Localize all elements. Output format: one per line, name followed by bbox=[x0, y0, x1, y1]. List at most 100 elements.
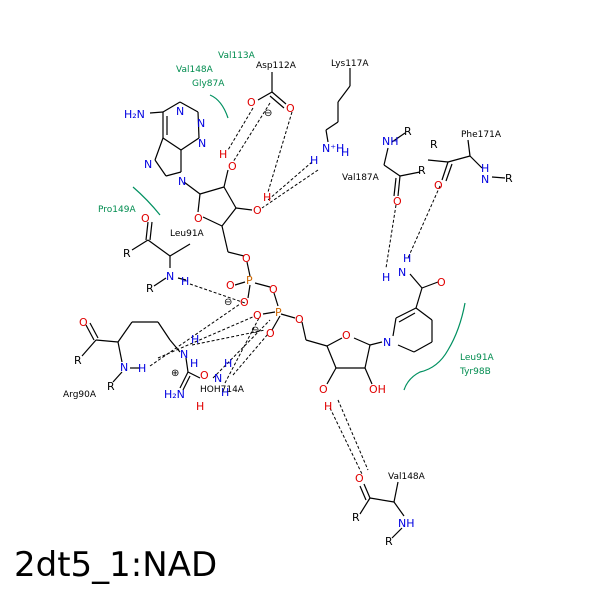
atom-h-water1: H bbox=[196, 400, 204, 413]
adenine-group bbox=[149, 101, 201, 195]
atom-h-amide2: H bbox=[382, 271, 390, 284]
val148a-bottom-group bbox=[359, 481, 405, 539]
atom-nh-val148: NH bbox=[398, 517, 415, 530]
atom-r-val148-n: R bbox=[385, 535, 393, 548]
atom-h-arg-eta: H bbox=[224, 357, 232, 370]
ligand-title: 2dt5_1:NAD bbox=[14, 545, 218, 585]
atom-h-2oh: H bbox=[219, 148, 227, 161]
atom-n9: N bbox=[178, 175, 186, 188]
atom-r-phe171-n: R bbox=[505, 172, 513, 185]
hydrophobic-contacts bbox=[132, 94, 466, 391]
asp112a-group bbox=[257, 72, 287, 109]
hbond-o2-asp112 bbox=[227, 107, 254, 151]
atom-o-pb1: O bbox=[253, 309, 262, 322]
atom-n-phe171: N bbox=[481, 173, 489, 186]
charge-plus-arg: ⊕ bbox=[171, 368, 179, 379]
hbond-val187-amide bbox=[385, 204, 397, 269]
residue-label-phe171a: Phe171A bbox=[461, 130, 502, 140]
residue-labels: Val113A Val148A Gly87A Asp112A Lys117A P… bbox=[63, 51, 502, 482]
atom-o-pb2: O bbox=[295, 313, 304, 326]
residue-label-pro149a: Pro149A bbox=[98, 205, 136, 215]
atom-o-val187: O bbox=[393, 195, 402, 208]
atom-r-arg90-c: R bbox=[74, 354, 82, 367]
atom-n1: N bbox=[176, 105, 184, 118]
atom-oh-ribose2: OH bbox=[369, 383, 386, 396]
atom-n-ring: N bbox=[198, 137, 206, 150]
atom-o-val148: O bbox=[355, 472, 364, 485]
residue-label-arg90a: Arg90A bbox=[63, 390, 97, 400]
hydrophobic-arc-val113a bbox=[209, 94, 229, 119]
atom-h-amide1: H bbox=[403, 252, 411, 265]
hbond-hoh-phosphate-2 bbox=[224, 315, 261, 384]
atom-r-phe171-c: R bbox=[430, 138, 438, 151]
atom-r-val187-n: R bbox=[404, 125, 412, 138]
residue-label-tyr98b: Tyr98B bbox=[459, 367, 491, 377]
atom-n-leu91: N bbox=[166, 270, 174, 283]
atom-r-leu91-c: R bbox=[123, 247, 131, 260]
atom-p-alpha: P bbox=[246, 274, 253, 287]
atom-o-bridge: O bbox=[269, 283, 278, 296]
hbond-ribose-val148-2 bbox=[337, 399, 369, 471]
atom-n-arg-ne: N bbox=[180, 348, 188, 361]
atom-o-ribose2-oh: O bbox=[319, 383, 328, 396]
atom-r-leu91-n: R bbox=[146, 282, 154, 295]
hbond-hoh-phosphate-3 bbox=[232, 333, 269, 376]
atom-r-arg90-n: R bbox=[107, 380, 115, 393]
atom-r-val187-c: R bbox=[418, 164, 426, 177]
residue-label-lys117a: Lys117A bbox=[331, 59, 369, 69]
atom-o-leu91: O bbox=[141, 212, 150, 225]
atom-o-arg90: O bbox=[79, 316, 88, 329]
atom-o-amide: O bbox=[437, 276, 446, 289]
atom-o-3oh: O bbox=[253, 204, 262, 217]
charge-minus-asp: ⊖ bbox=[264, 108, 272, 119]
hbond-o3-asp112 bbox=[232, 102, 271, 163]
atom-n3: N bbox=[197, 117, 205, 130]
atom-o-asp2: O bbox=[286, 102, 295, 115]
arg90a-group bbox=[81, 321, 201, 391]
nicotinamide-ring bbox=[392, 273, 439, 353]
atom-h-ribose2-oh: H bbox=[324, 400, 332, 413]
hydrophobic-arc-leu91a bbox=[403, 302, 466, 391]
hbond-arg-nh-phosphate bbox=[191, 329, 266, 346]
residue-label-val113a: Val113A bbox=[218, 51, 256, 61]
pyrophosphate bbox=[234, 261, 328, 347]
atom-h-arg-nh: H bbox=[190, 357, 198, 370]
residue-atom-labels: O O ⊖ N⁺H H H NH R R O R O H N R O R N H… bbox=[74, 96, 513, 548]
atom-h-lys2: H bbox=[341, 146, 349, 159]
atom-o-asp1: O bbox=[247, 96, 256, 109]
atom-p-beta: P bbox=[275, 306, 282, 319]
atom-o-phe171: O bbox=[434, 179, 443, 192]
atom-h2n-arg: H₂N bbox=[164, 388, 185, 401]
hydrogen-bonds bbox=[149, 102, 441, 475]
atom-h-lys1: H bbox=[310, 154, 318, 167]
hbond-o3-asp112-2 bbox=[267, 111, 293, 193]
hbond-ribose-val148 bbox=[329, 407, 363, 475]
atom-h-water2: H bbox=[221, 386, 229, 399]
atom-r-val148-c: R bbox=[352, 511, 360, 524]
adenosine-ribose bbox=[197, 169, 253, 257]
residue-label-leu91a-right: Leu91A bbox=[460, 353, 495, 363]
atom-h2n-adenine: H₂N bbox=[124, 108, 145, 121]
nicotinamide-ribose bbox=[326, 337, 383, 385]
atom-labels: H₂N N N N N N H O O O H O P O O ⊖ O P O … bbox=[124, 105, 446, 413]
atom-o-pa2: O bbox=[240, 296, 249, 309]
hbond-arg90-phosphate bbox=[149, 303, 241, 367]
hbond-o3-lys117-2 bbox=[261, 169, 319, 209]
hbond-phe171-amide bbox=[407, 185, 441, 259]
lys117a-group bbox=[325, 68, 351, 143]
residue-label-hoh714a: HOH714A bbox=[200, 385, 245, 395]
atom-h-phe171: H bbox=[481, 162, 489, 175]
hbond-leu91-phosphate bbox=[189, 283, 246, 304]
atom-o-pa1: O bbox=[226, 279, 235, 292]
atom-o5: O bbox=[242, 252, 251, 265]
atom-o-ribose1: O bbox=[194, 212, 203, 225]
residue-label-val187a: Val187A bbox=[342, 173, 380, 183]
hbond-arg90-phosphate-2 bbox=[157, 315, 256, 359]
atom-o-pb3: O bbox=[266, 327, 275, 340]
hydrophobic-arc-pro149a bbox=[132, 186, 161, 216]
residue-label-val148a-top: Val148A bbox=[176, 65, 214, 75]
charge-minus-pb: ⊖ bbox=[251, 325, 259, 336]
atom-h-arg90: H bbox=[138, 362, 146, 375]
atom-nh-val187: NH bbox=[382, 135, 399, 148]
